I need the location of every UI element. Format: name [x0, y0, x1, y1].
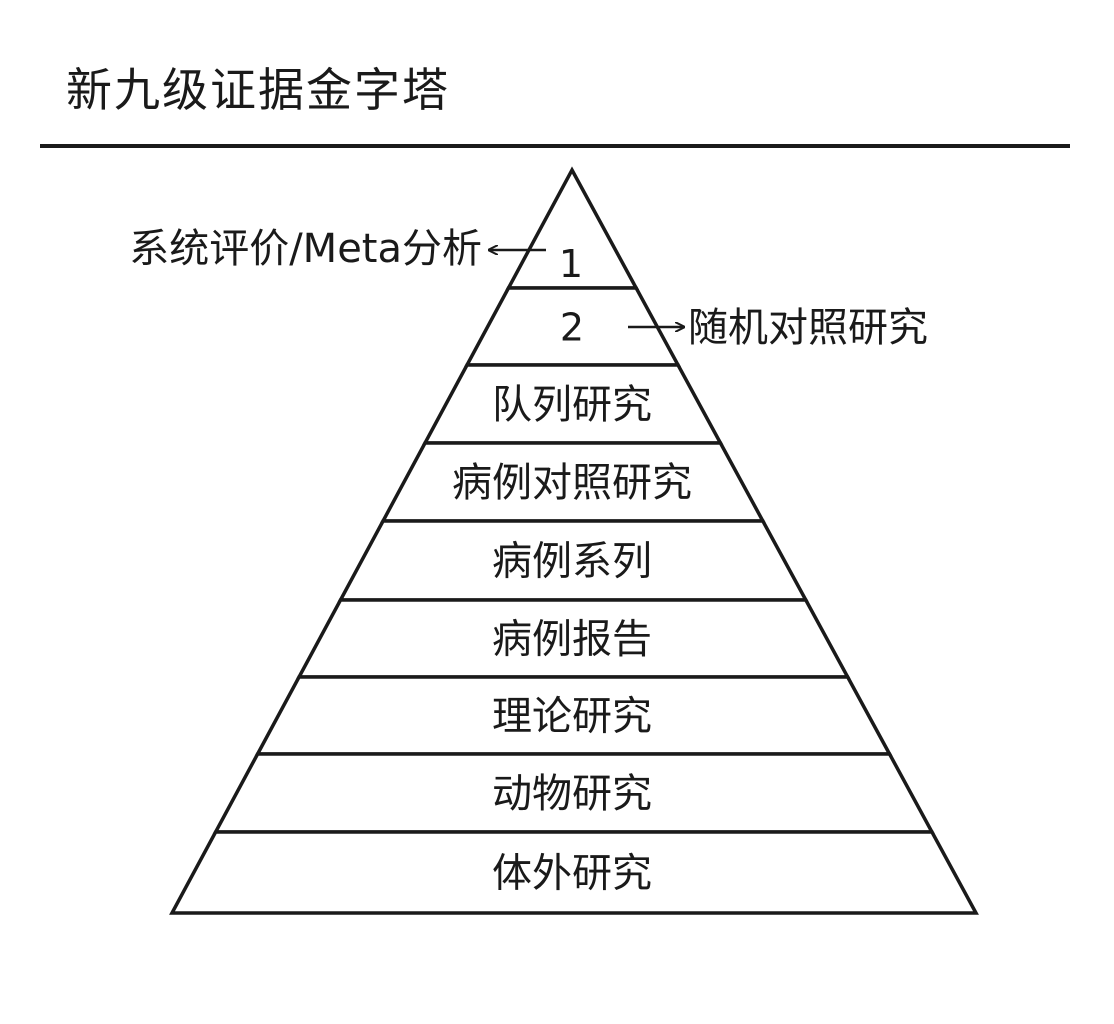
pyramid-level-9	[169, 830, 979, 915]
pyramid-level-label-8: 动物研究	[492, 771, 652, 817]
pyramid-level-label-2: 2	[560, 306, 584, 350]
pyramid-level-label-7: 理论研究	[492, 694, 652, 740]
pyramid-level-label-3: 队列研究	[492, 382, 652, 428]
pyramid-level-label-6: 病例报告	[492, 617, 652, 663]
title-divider	[40, 144, 1070, 148]
callout-label-1: 系统评价/Meta分析	[129, 226, 482, 272]
pyramid-level-label-1: 1	[559, 242, 583, 286]
pyramid-level-label-9: 体外研究	[492, 851, 652, 897]
callout-level-2: 随机对照研究	[628, 305, 928, 351]
callout-label-2: 随机对照研究	[688, 305, 928, 351]
pyramid-level-label-5: 病例系列	[492, 539, 652, 585]
callout-level-1: 系统评价/Meta分析	[129, 226, 546, 272]
page-title: 新九级证据金字塔	[66, 63, 450, 117]
pyramid-level-label-4: 病例对照研究	[452, 460, 692, 506]
